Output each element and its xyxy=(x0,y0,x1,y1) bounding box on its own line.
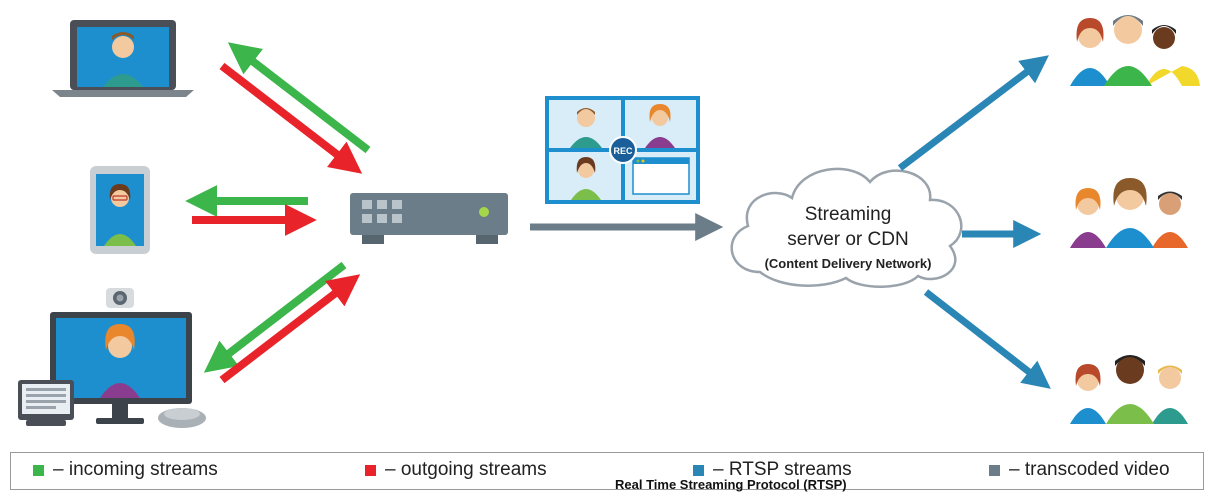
tablet-icon xyxy=(90,166,150,254)
conference-system-icon xyxy=(18,288,206,428)
incoming-arrow-conference xyxy=(203,261,347,373)
legend-transcoded: – transcoded video xyxy=(989,459,1170,481)
legend-transcoded-label: – transcoded video xyxy=(1009,459,1170,480)
cloud-title-line1: Streaming xyxy=(804,204,892,225)
legend-rtsp: – RTSP streams xyxy=(693,459,852,481)
audience-group-top-icon xyxy=(1070,15,1200,86)
incoming-arrow-laptop xyxy=(227,42,371,154)
legend-rtsp-label: – RTSP streams xyxy=(713,459,852,480)
laptop-icon xyxy=(52,20,194,97)
rtsp-swatch-icon xyxy=(693,464,704,476)
audience-group-middle-icon xyxy=(1070,178,1188,248)
incoming-swatch-icon xyxy=(33,464,44,476)
streaming-cloud-shape xyxy=(730,167,963,288)
legend-incoming-label: – incoming streams xyxy=(53,459,218,480)
legend: – incoming streams – outgoing streams – … xyxy=(10,452,1204,492)
recording-layout-panel xyxy=(545,96,700,204)
cloud-subtitle: (Content Delivery Network) xyxy=(764,256,932,271)
legend-rtsp-subtitle: Real Time Streaming Protocol (RTSP) xyxy=(615,477,847,492)
rtsp-arrow-bottom xyxy=(923,289,1051,389)
mcu-server-icon xyxy=(350,193,508,244)
outgoing-arrow-conference xyxy=(219,274,361,384)
legend-incoming: – incoming streams xyxy=(33,459,218,481)
legend-outgoing: – outgoing streams xyxy=(365,459,547,481)
rec-badge-label: REC xyxy=(613,146,633,156)
outgoing-arrow-laptop xyxy=(219,62,363,174)
audience-group-bottom-icon xyxy=(1070,355,1188,424)
outgoing-swatch-icon xyxy=(365,464,376,476)
transcoded-swatch-icon xyxy=(989,464,1000,476)
cloud-title-line2: server or CDN xyxy=(787,229,909,250)
legend-outgoing-label: – outgoing streams xyxy=(385,459,547,480)
cloud-label: Streaming server or CDN (Content Deliver… xyxy=(728,204,968,284)
rtsp-arrow-top xyxy=(897,55,1049,171)
